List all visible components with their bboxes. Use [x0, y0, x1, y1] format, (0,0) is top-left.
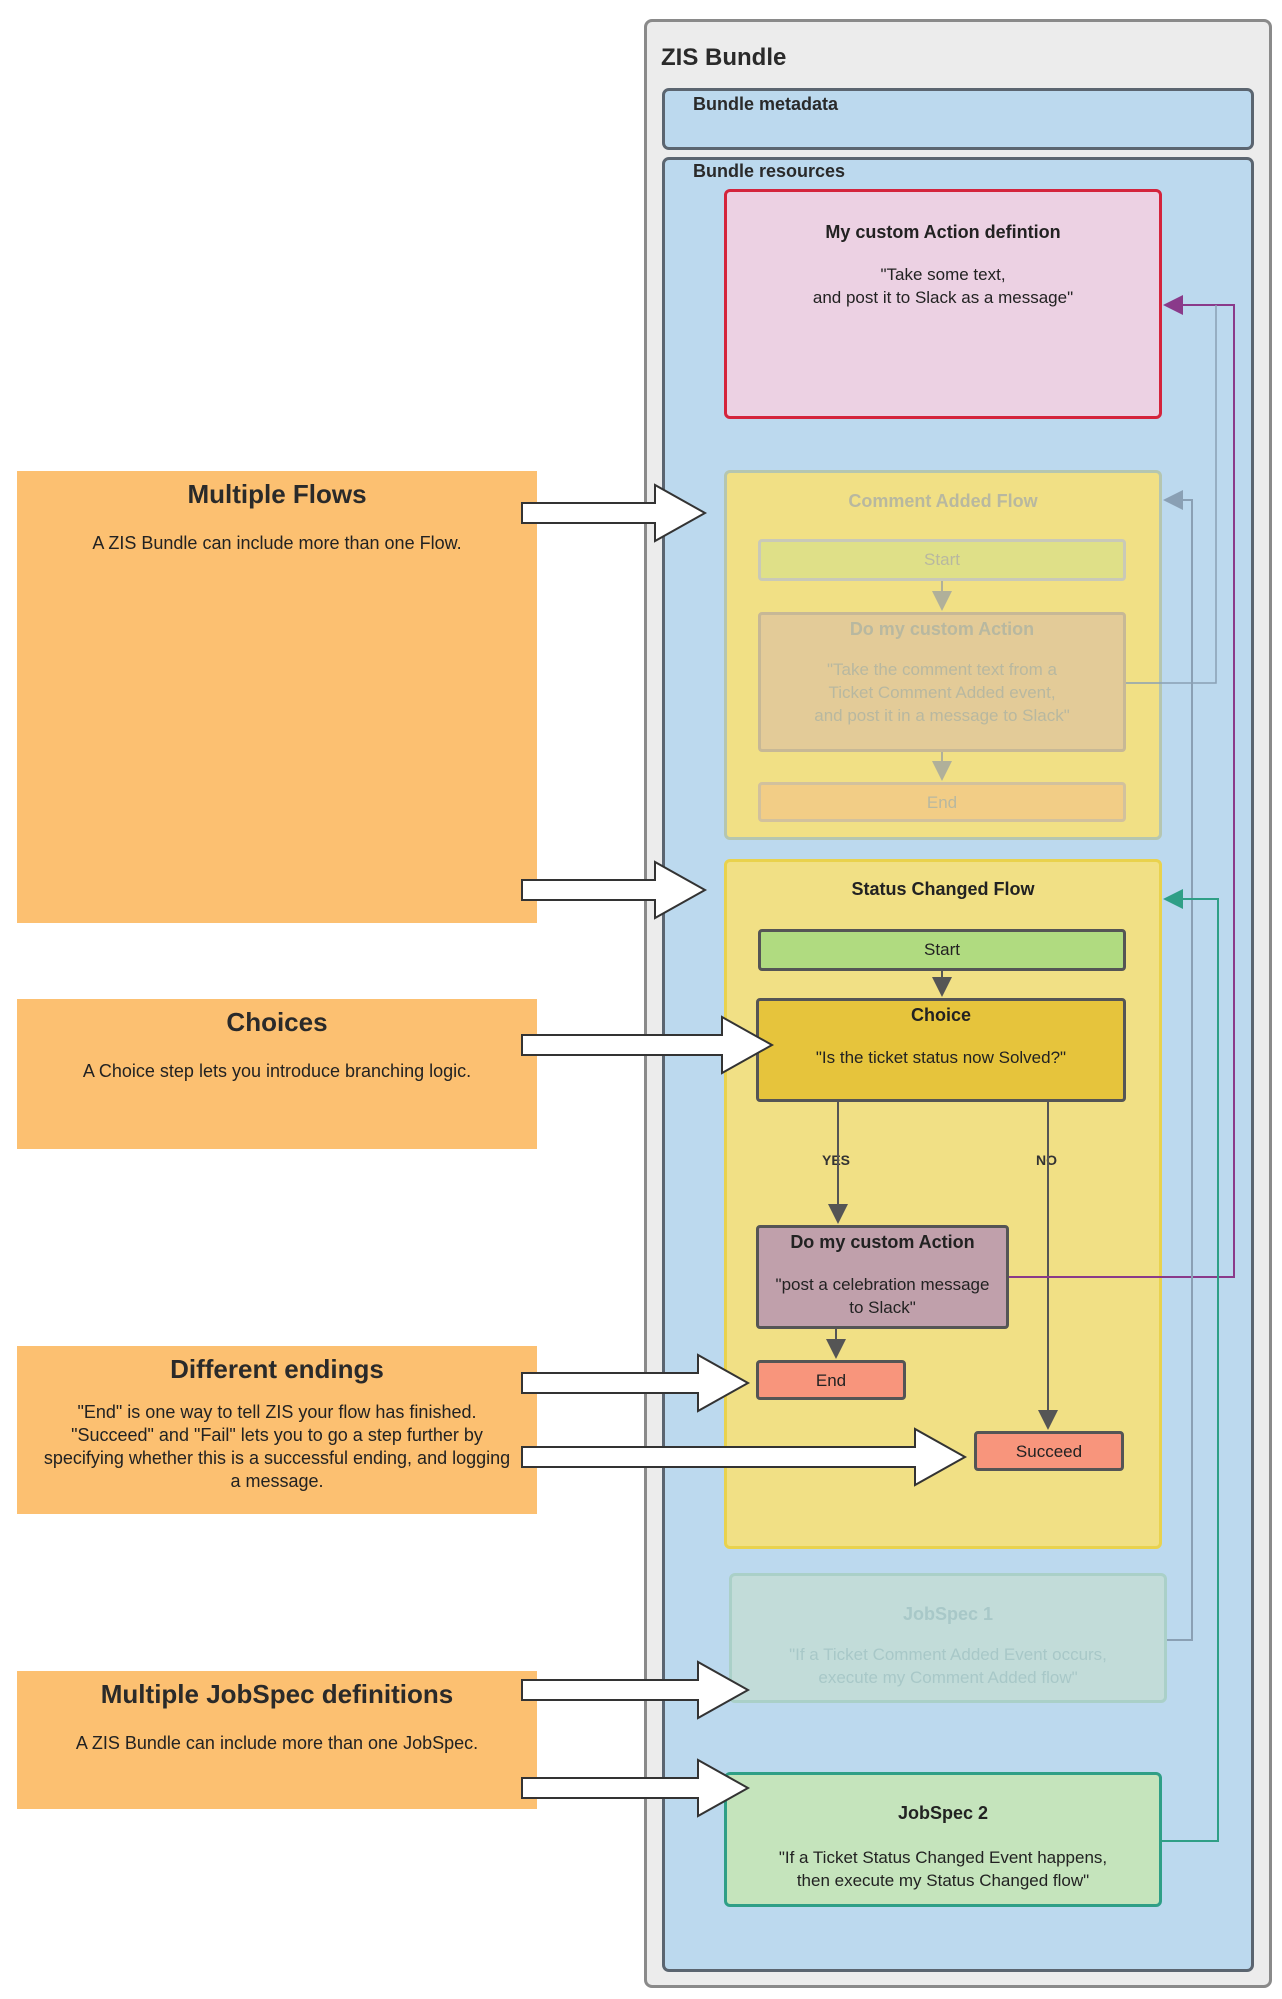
callout-multiple-jobspecs: Multiple JobSpec definitions A ZIS Bundl…: [17, 1671, 537, 1809]
callout-multiple-flows-text: A ZIS Bundle can include more than one F…: [92, 533, 462, 553]
status-flow-action-step: Do my custom Action "post a celebration …: [756, 1225, 1009, 1329]
purple-connector: [1009, 295, 1235, 1278]
callout-endings-title: Different endings: [170, 1354, 384, 1384]
comment-flow-end-step: End: [758, 782, 1126, 822]
status-flow-succeed-label: Succeed: [1015, 1442, 1083, 1461]
comment-flow-action-text-2: Ticket Comment Added event,: [828, 683, 1056, 702]
status-flow-title: Status Changed Flow: [851, 879, 1035, 899]
comment-flow-start-label: Start: [924, 550, 960, 569]
callout-multiple-flows-title: Multiple Flows: [187, 479, 367, 509]
jobspec-2-box: JobSpec 2 "If a Ticket Status Changed Ev…: [724, 1772, 1162, 1907]
comment-flow-action-text-3: and post it in a message to Slack": [814, 706, 1070, 725]
yes-branch-label: YES: [822, 1152, 851, 1168]
jobspec2-connector: [1162, 889, 1219, 1842]
bundle-title: ZIS Bundle: [661, 44, 787, 71]
jobspec-2-title: JobSpec 2: [897, 1803, 989, 1823]
purple-connector-faded: [1126, 305, 1217, 684]
no-branch-label: NO: [1036, 1152, 1057, 1168]
comment-flow-start-step: Start: [758, 539, 1126, 581]
jobspec-1-box: JobSpec 1 "If a Ticket Comment Added Eve…: [729, 1573, 1167, 1703]
callout-choices-title: Choices: [226, 1007, 328, 1037]
choice-text: "Is the ticket status now Solved?": [815, 1048, 1067, 1067]
callout-endings-text-1: "End" is one way to tell ZIS your flow h…: [77, 1402, 477, 1422]
callout-jobspecs-text: A ZIS Bundle can include more than one J…: [75, 1733, 479, 1753]
status-flow-action-title: Do my custom Action: [790, 1232, 975, 1252]
block-arrow-end: [521, 1353, 751, 1413]
block-arrow-jobspec1: [521, 1660, 751, 1720]
action-definition-box: My custom Action defintion "Take some te…: [724, 189, 1162, 419]
jobspec-2-text-2: then execute my Status Changed flow": [796, 1871, 1090, 1890]
status-flow-start-label: Start: [924, 940, 960, 959]
comment-flow-action-step: Do my custom Action "Take the comment te…: [758, 612, 1126, 752]
action-definition-text-2: and post it to Slack as a message": [812, 288, 1074, 307]
callout-endings-text-3: specifying whether this is a successful …: [43, 1448, 511, 1468]
comment-flow-action-title: Do my custom Action: [849, 619, 1035, 639]
bundle-metadata-title: Bundle metadata: [693, 94, 839, 114]
status-flow-end-label: End: [815, 1371, 847, 1390]
callout-endings-text-4: a message.: [230, 1471, 324, 1491]
bundle-metadata-box: [662, 88, 1254, 150]
action-definition-title: My custom Action defintion: [825, 222, 1061, 242]
callout-different-endings: Different endings "End" is one way to te…: [17, 1346, 537, 1514]
action-definition-text-1: "Take some text,: [880, 265, 1006, 284]
block-arrow-choices: [521, 1015, 775, 1075]
comment-flow-title: Comment Added Flow: [848, 491, 1038, 511]
callout-choices-text: A Choice step lets you introduce branchi…: [82, 1061, 472, 1081]
status-flow-action-text-1: "post a celebration message: [775, 1275, 990, 1294]
status-flow-start-step: Start: [758, 929, 1126, 971]
jobspec-1-text-2: execute my Comment Added flow": [818, 1668, 1078, 1687]
callout-jobspecs-title: Multiple JobSpec definitions: [100, 1679, 454, 1709]
jobspec-2-text-1: "If a Ticket Status Changed Event happen…: [778, 1848, 1108, 1867]
block-arrow-succeed: [521, 1427, 968, 1487]
status-flow-action-text-2: to Slack": [849, 1298, 916, 1317]
block-arrow-jobspec2: [521, 1758, 751, 1818]
callout-multiple-flows: Multiple Flows A ZIS Bundle can include …: [17, 471, 537, 923]
block-arrow-flows-2: [521, 860, 708, 920]
callout-endings-text-2: "Succeed" and "Fail" lets you to go a st…: [71, 1425, 483, 1445]
callout-choices: Choices A Choice step lets you introduce…: [17, 999, 537, 1149]
jobspec-1-title: JobSpec 1: [902, 1604, 994, 1624]
status-flow-succeed-step: Succeed: [974, 1431, 1124, 1471]
status-flow-choice-step: Choice "Is the ticket status now Solved?…: [756, 998, 1126, 1102]
comment-flow-end-label: End: [926, 793, 958, 812]
status-flow-end-step: End: [756, 1360, 906, 1400]
jobspec-1-text-1: "If a Ticket Comment Added Event occurs,: [789, 1645, 1107, 1664]
bundle-resources-title: Bundle resources: [693, 161, 846, 181]
block-arrow-flows-1: [521, 483, 708, 543]
jobspec1-connector: [1163, 490, 1193, 1641]
choice-title: Choice: [910, 1005, 971, 1025]
comment-flow-action-text-1: "Take the comment text from a: [827, 660, 1057, 679]
